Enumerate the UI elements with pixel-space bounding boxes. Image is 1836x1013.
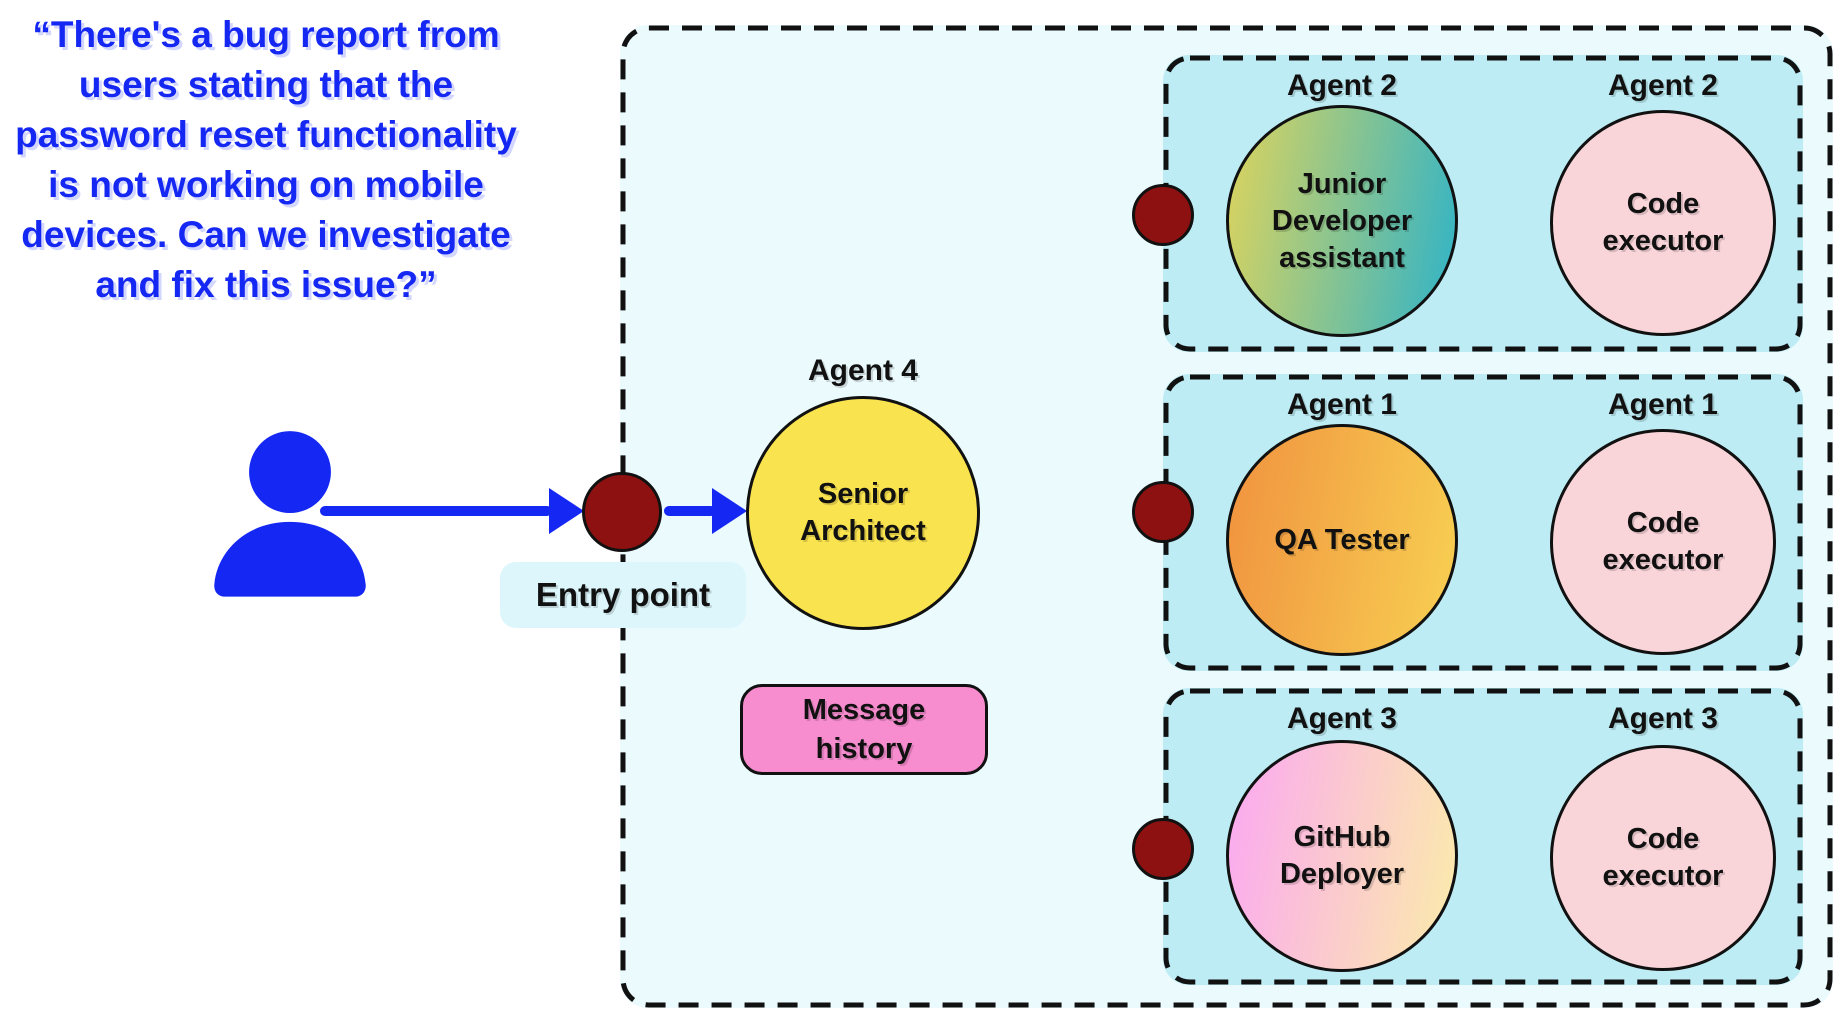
junior-developer-assistant-node: Junior Developer assistant xyxy=(1226,105,1458,337)
agent3-code-executor-node: Code executor xyxy=(1550,745,1776,971)
github-deployer-node: GitHub Deployer xyxy=(1226,740,1458,972)
person-icon xyxy=(214,431,366,597)
qa-tester-name: QA Tester xyxy=(1274,523,1410,556)
agent2-code-executor-node: Code executor xyxy=(1550,110,1776,336)
user-to-entry-arrow-shaft xyxy=(320,506,552,516)
arrow-right-icon xyxy=(549,488,584,534)
user-quote-text: “There's a bug report from users stating… xyxy=(15,14,517,305)
code-executor-name: Code executor xyxy=(1602,823,1724,892)
agent1-executor-label: Agent 1 xyxy=(1607,388,1718,421)
group-connector-dot xyxy=(1132,184,1194,246)
agent1-code-executor-node: Code executor xyxy=(1550,429,1776,655)
agent1-worker-label: Agent 1 xyxy=(1286,388,1397,421)
group-connector-dot xyxy=(1132,818,1194,880)
senior-architect-node: Senior Architect xyxy=(746,396,980,630)
message-history-label: Message history xyxy=(802,693,926,765)
agent2-worker-label: Agent 2 xyxy=(1286,69,1397,102)
entry-point-dot xyxy=(582,472,662,552)
message-history-box: Message history xyxy=(740,684,988,775)
code-executor-name: Code executor xyxy=(1602,507,1724,576)
group-connector-dot xyxy=(1132,481,1194,543)
junior-developer-assistant-name: Junior Developer assistant xyxy=(1271,167,1413,274)
github-deployer-name: GitHub Deployer xyxy=(1279,821,1405,890)
agent2-executor-label: Agent 2 xyxy=(1607,69,1718,102)
code-executor-name: Code executor xyxy=(1602,188,1724,257)
arrow-right-icon xyxy=(712,488,747,534)
qa-tester-node: QA Tester xyxy=(1226,424,1458,656)
entry-to-architect-arrow-shaft xyxy=(664,506,716,516)
entry-point-label: Entry point xyxy=(500,562,746,628)
senior-architect-name: Senior Architect xyxy=(800,478,926,547)
agent3-executor-label: Agent 3 xyxy=(1607,702,1718,735)
agent4-label: Agent 4 xyxy=(807,354,918,387)
agent3-worker-label: Agent 3 xyxy=(1286,702,1397,735)
